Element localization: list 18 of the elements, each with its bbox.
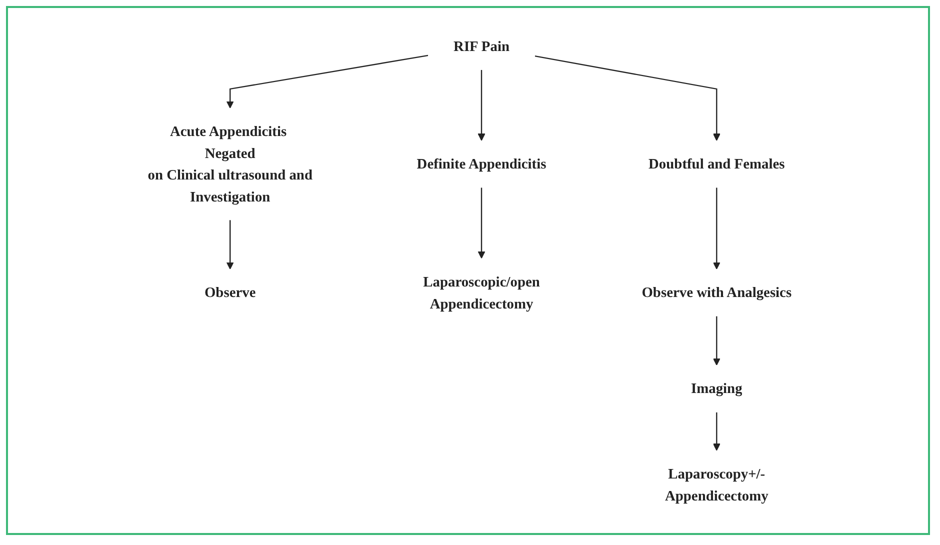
node-text: Definite Appendicitis [416,155,546,172]
arrow [477,69,485,140]
arrow [226,54,428,108]
node-text: Doubtful and Females [648,155,784,172]
arrow [712,412,720,450]
arrow [712,316,720,366]
node-text: Laparoscopy+/- Appendicectomy [664,465,768,503]
arrow [712,187,720,269]
node-text: Observe [204,284,256,300]
arrow [226,220,234,269]
node-text: Acute Appendicitis Negated on Clinical ultrasound and Investigation [147,122,312,204]
node-text: RIF Pain [453,38,510,54]
arrow [477,187,485,258]
node-text: Imaging [690,380,742,396]
diagram-frame: RIF Pain Acute Appendicitis Negated on Clinical ultrasound and Investigation Definite Appendicitis Doubtful and Females Observe Laparoscopic/open Appendicectomy Observe with Analgesics Imaging Laparoscopy+/- Appendicectomy [6,6,930,535]
arrow [534,54,720,140]
node-text: Laparoscopic/open Appendicectomy [422,273,540,311]
node-text: Observe with Analgesics [641,284,792,300]
